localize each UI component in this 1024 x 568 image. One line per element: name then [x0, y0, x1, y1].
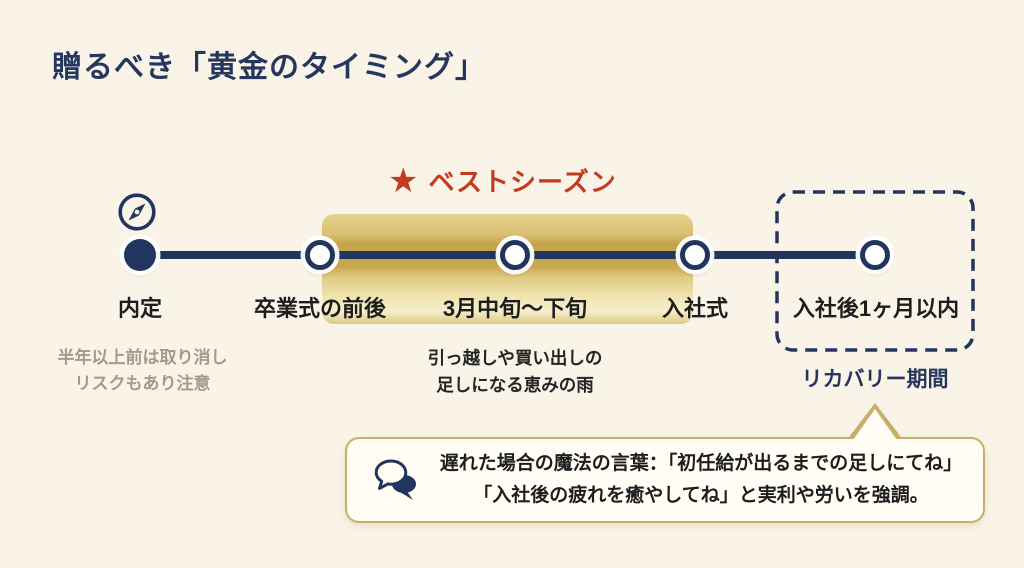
- callout-line2: 「入社後の疲れを癒やしてね」と実利や労いを強調。: [473, 485, 929, 506]
- callout-bubble: 遅れた場合の魔法の言葉：「初任給が出るまでの足しにてね」 「入社後の疲れを癒やし…: [345, 437, 985, 523]
- note-naitei-risk: 半年以上前は取り消し リスクもあり注意: [35, 345, 250, 398]
- note-naitei-line2: リスクもあり注意: [74, 374, 211, 394]
- milestone-label-graduation: 卒業式の前後: [253, 296, 386, 321]
- page-title: 贈るべき「黄金のタイミング」: [52, 51, 486, 84]
- note-naitei-line1: 半年以上前は取り消し: [57, 348, 228, 367]
- star-icon: ★: [388, 161, 419, 200]
- best-season-heading: ★ ベストシーズン: [388, 162, 617, 199]
- best-season-label: ベストシーズン: [428, 167, 617, 197]
- note-march-benefit: 引っ越しや買い出しの 足しになる恵みの雨: [403, 345, 627, 399]
- compass-icon: [118, 193, 156, 231]
- note-march-line2: 足しになる恵みの雨: [436, 375, 594, 396]
- timeline-node-march: [500, 240, 530, 270]
- milestone-label-naitei: 内定: [117, 296, 162, 321]
- milestone-label-march: 3月中旬〜下旬: [442, 296, 588, 321]
- timeline-node-naitei: [124, 239, 156, 271]
- recovery-period-box: [775, 190, 975, 352]
- timeline-node-graduation: [305, 240, 335, 270]
- milestone-label-first-month: 入社後1ヶ月以内: [792, 296, 960, 321]
- bubble-tail-fill: [853, 409, 897, 440]
- callout-text: 遅れた場合の魔法の言葉：「初任給が出るまでの足しにてね」 「入社後の疲れを癒やし…: [437, 448, 965, 513]
- callout-line1: 遅れた場合の魔法の言葉：「初任給が出るまでの足しにてね」: [439, 452, 963, 474]
- timeline-node-first-month: [860, 240, 890, 270]
- chat-bubbles-icon: [374, 459, 416, 500]
- timeline-node-entrance: [680, 240, 710, 270]
- note-march-line1: 引っ越しや買い出しの: [427, 348, 603, 368]
- milestone-label-entrance: 入社式: [661, 296, 728, 321]
- recovery-period-label: リカバリー期間: [801, 368, 949, 391]
- best-season-band: [322, 214, 693, 324]
